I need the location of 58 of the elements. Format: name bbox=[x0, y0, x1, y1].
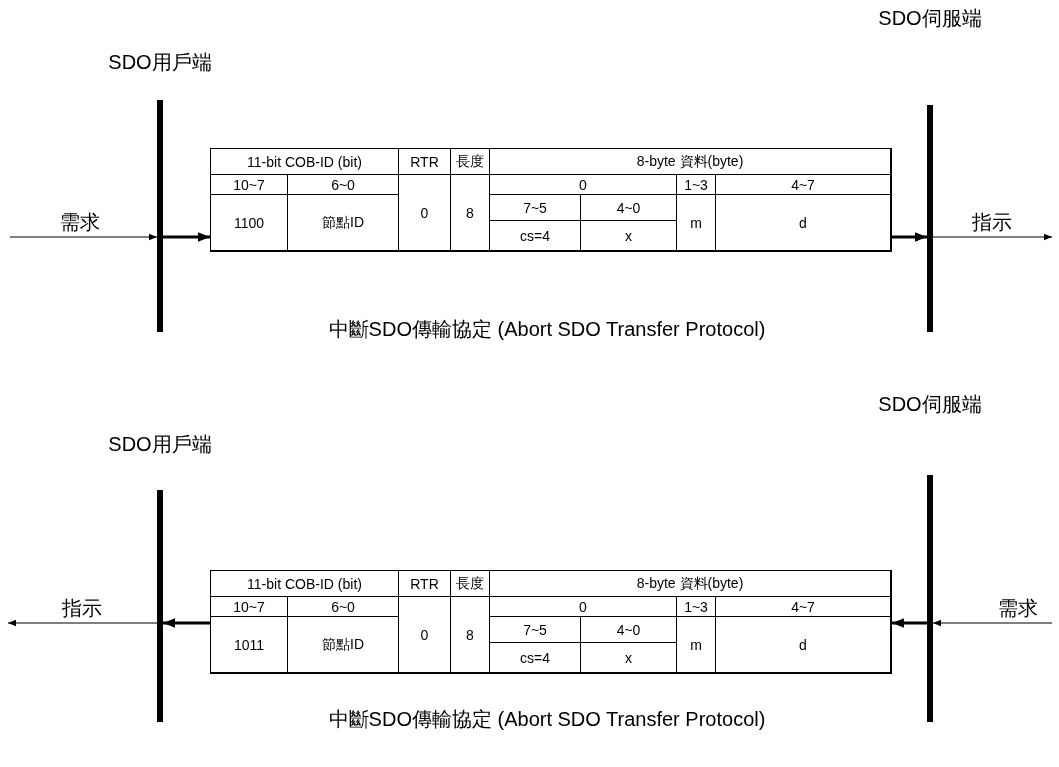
table-cell: d bbox=[716, 617, 891, 673]
table-cell: 0 bbox=[490, 175, 677, 195]
arrow bbox=[9, 233, 158, 241]
edge-label: 需求 bbox=[58, 211, 102, 233]
table-cell: m bbox=[677, 195, 716, 251]
table-cell: 1100 bbox=[211, 195, 288, 251]
table-cell: 4~7 bbox=[716, 597, 891, 617]
table-cell: 7~5 bbox=[490, 195, 581, 221]
table-cell: d bbox=[716, 195, 891, 251]
table-cell: cs=4 bbox=[490, 643, 581, 673]
table-cell: 10~7 bbox=[211, 175, 288, 195]
table-cell: RTR bbox=[399, 149, 451, 175]
table-cell: x bbox=[581, 221, 677, 251]
arrow bbox=[932, 233, 1053, 241]
lifeline-heading: SDO伺服端 bbox=[878, 392, 982, 416]
table-cell: RTR bbox=[399, 571, 451, 597]
table-cell: 1~3 bbox=[677, 175, 716, 195]
edge-label: 需求 bbox=[996, 597, 1040, 619]
table-cell: 0 bbox=[399, 597, 451, 673]
lifeline-heading: SDO伺服端 bbox=[878, 6, 982, 30]
table-cell: 7~5 bbox=[490, 617, 581, 643]
arrow bbox=[892, 232, 927, 242]
arrow bbox=[163, 232, 210, 242]
table-cell: 8-byte 資料(byte) bbox=[490, 571, 891, 597]
table-cell: 0 bbox=[490, 597, 677, 617]
frame-table bbox=[210, 570, 892, 674]
arrow bbox=[7, 619, 158, 627]
lifeline-heading: SDO用戶端 bbox=[108, 432, 212, 456]
frame-table bbox=[210, 148, 892, 252]
arrow bbox=[163, 618, 210, 628]
table-cell: 11-bit COB-ID (bit) bbox=[211, 571, 399, 597]
table-cell: 長度 bbox=[451, 571, 490, 597]
arrow bbox=[932, 619, 1053, 627]
table-cell: cs=4 bbox=[490, 221, 581, 251]
table-cell: 1~3 bbox=[677, 597, 716, 617]
table-cell: m bbox=[677, 617, 716, 673]
table-cell: 8 bbox=[451, 597, 490, 673]
lifeline-heading: SDO用戶端 bbox=[108, 50, 212, 74]
table-cell: 長度 bbox=[451, 149, 490, 175]
table-cell: 6~0 bbox=[288, 175, 399, 195]
table-cell: 4~0 bbox=[581, 195, 677, 221]
table-cell: x bbox=[581, 643, 677, 673]
table-cell: 10~7 bbox=[211, 597, 288, 617]
table-cell: 6~0 bbox=[288, 597, 399, 617]
caption-text: 中斷SDO傳輸協定 (Abort SDO Transfer Protocol) bbox=[327, 707, 767, 732]
table-cell: 11-bit COB-ID (bit) bbox=[211, 149, 399, 175]
table-cell: 節點ID bbox=[288, 617, 399, 673]
edge-label: 指示 bbox=[970, 211, 1014, 233]
table-cell: 節點ID bbox=[288, 195, 399, 251]
table-cell: 8 bbox=[451, 175, 490, 251]
table-cell: 0 bbox=[399, 175, 451, 251]
table-cell: 4~0 bbox=[581, 617, 677, 643]
table-cell: 8-byte 資料(byte) bbox=[490, 149, 891, 175]
table-cell: 1011 bbox=[211, 617, 288, 673]
caption-text: 中斷SDO傳輸協定 (Abort SDO Transfer Protocol) bbox=[327, 317, 767, 342]
edge-label: 指示 bbox=[60, 597, 104, 619]
arrow bbox=[892, 618, 927, 628]
table-cell: 4~7 bbox=[716, 175, 891, 195]
